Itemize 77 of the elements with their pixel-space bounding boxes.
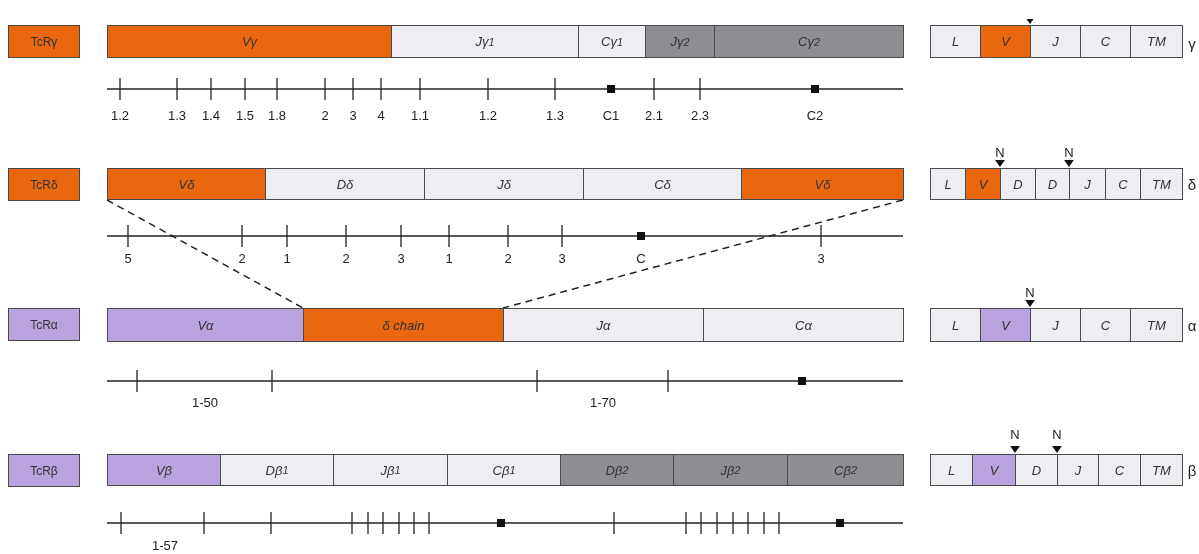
gene-map-number: 2.3: [690, 107, 710, 123]
protein-domain: D: [1000, 168, 1036, 200]
gene-segment: Cα: [703, 308, 904, 342]
protein-domain: TM: [1130, 308, 1183, 342]
gene-map-number: 1-50: [192, 394, 218, 410]
gene-map-number: 2: [342, 250, 350, 266]
gene-map-number: C: [636, 250, 646, 266]
protein-domain: TM: [1140, 168, 1183, 200]
protein-domain: L: [930, 308, 981, 342]
locus-name-box: TcRγ: [8, 25, 80, 58]
gene-map-number: 2: [238, 250, 246, 266]
protein-domain: C: [1080, 25, 1131, 58]
gene-segment: Dδ: [265, 168, 425, 200]
insertion-label: N: [1052, 426, 1062, 442]
dashed-connector: [106, 199, 304, 309]
gene-map-number: 1.2: [478, 107, 498, 123]
gene-segment: Vδ: [741, 168, 904, 200]
gene-map-number: 1: [445, 250, 453, 266]
protein-domain: TM: [1140, 454, 1183, 486]
gene-segment: Jα: [503, 308, 704, 342]
insertion-label: N: [995, 144, 1005, 160]
protein-domain: J: [1069, 168, 1106, 200]
chain-letter: β: [1187, 461, 1197, 479]
gene-map-number: 1.1: [410, 107, 430, 123]
protein-domain: D: [1015, 454, 1058, 486]
protein-domain: V: [980, 25, 1031, 58]
gene-map-number: 1: [283, 250, 291, 266]
chain-letter: δ: [1187, 175, 1197, 193]
gene-segment: Vδ: [107, 168, 266, 200]
protein-domain: J: [1030, 308, 1081, 342]
insertion-label: N: [1025, 284, 1035, 300]
dashed-connector: [502, 199, 904, 309]
gene-map-number: 1-57: [152, 537, 178, 553]
gene-map-number: 1.8: [267, 107, 287, 123]
protein-domain: C: [1098, 454, 1141, 486]
protein-domain: L: [930, 25, 981, 58]
locus-name-box: TcRβ: [8, 454, 80, 487]
gene-map-number: C2: [806, 107, 824, 123]
locus-name-box: TcRα: [8, 308, 80, 341]
gene-segment: Vα: [107, 308, 304, 342]
chain-letter: γ: [1188, 34, 1196, 52]
gene-map-number: 3: [817, 250, 825, 266]
protein-domain: L: [930, 454, 973, 486]
protein-domain: V: [980, 308, 1031, 342]
gene-map-number: 1.2: [110, 107, 130, 123]
gene-map-number: 1.3: [167, 107, 187, 123]
protein-domain: V: [972, 454, 1016, 486]
gene-map-number: 4: [377, 107, 385, 123]
gene-map-number: 2: [504, 250, 512, 266]
gene-map-number: 3: [349, 107, 357, 123]
gene-map-number: 1-70: [590, 394, 616, 410]
gene-map-number: 3: [397, 250, 405, 266]
gene-segment: δ chain: [303, 308, 504, 342]
locus-name-box: TcRδ: [8, 168, 80, 201]
protein-domain: TM: [1130, 25, 1183, 58]
gene-segment: Cδ: [583, 168, 742, 200]
gene-map-number: 1.5: [235, 107, 255, 123]
gene-segment: Vγ: [107, 25, 392, 58]
gene-map-number: 2.1: [644, 107, 664, 123]
gene-map-number: 1.3: [545, 107, 565, 123]
gene-map-number: 2: [321, 107, 329, 123]
insertion-label: N: [1064, 144, 1074, 160]
protein-domain: D: [1035, 168, 1070, 200]
insertion-label: N: [1010, 426, 1020, 442]
protein-domain: J: [1057, 454, 1099, 486]
protein-domain: J: [1030, 25, 1081, 58]
protein-domain: C: [1080, 308, 1131, 342]
gene-segment: Jδ: [424, 168, 584, 200]
gene-map-number: 5: [124, 250, 132, 266]
protein-domain: L: [930, 168, 966, 200]
protein-domain: V: [965, 168, 1001, 200]
gene-map-number: 1.4: [201, 107, 221, 123]
chain-letter: α: [1187, 316, 1197, 334]
gene-map-number: 3: [558, 250, 566, 266]
gene-segment: Vβ: [107, 454, 221, 486]
protein-domain: C: [1105, 168, 1141, 200]
gene-map-number: C1: [602, 107, 620, 123]
